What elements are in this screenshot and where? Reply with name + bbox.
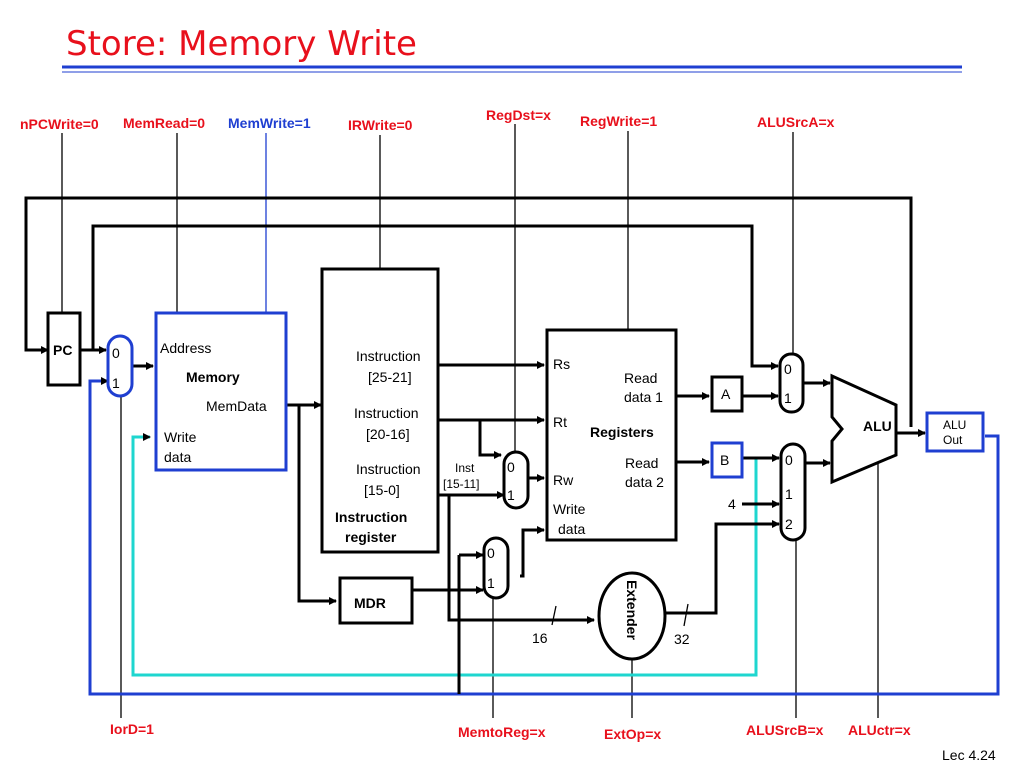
alusrcb-mux-in0: 0 [785,452,793,468]
signal-alusrca: ALUSrcA=x [757,114,835,130]
extender-label: Extender [624,580,640,640]
alu [830,373,898,485]
inst-tag-label: Inst [455,461,475,475]
signal-memtoreg: MemtoReg=x [458,724,546,740]
reg-rt-label: Rt [553,414,567,430]
signal-memwrite: MemWrite=1 [228,115,311,131]
datapath-wires [80,346,926,627]
reg-data-label: data [558,521,585,537]
registers-title: Registers [590,424,654,440]
regdst-mux-in0: 0 [507,459,515,475]
aluout-label-line1: ALU [943,418,966,432]
signal-memread: MemRead=0 [123,115,205,131]
constant-four: 4 [728,496,736,512]
memory-address-label: Address [160,340,211,356]
memtoreg-mux-in1: 1 [487,575,495,591]
ir-field1-label: Instruction [356,348,421,364]
alusrcb-mux [779,442,807,542]
mdr-label: MDR [354,595,386,611]
memory-data-label: data [164,449,191,465]
signal-irwrite: IRWrite=0 [348,117,413,133]
aluout-register [925,411,985,453]
feedback-wires [24,196,1000,696]
alusrca-mux-in1: 1 [784,390,792,406]
ir-field2-range: [20-16] [366,426,410,442]
width-16-label: 16 [532,630,548,646]
b-register-label: B [720,452,729,468]
width-32-label: 32 [674,631,690,647]
reg-rw-label: Rw [553,472,574,488]
reg-write-label: Write [553,501,586,517]
iord-mux-in1: 1 [112,375,120,391]
control-lines [61,124,879,718]
inst-tag-range: [15-11] [443,477,479,491]
alusrcb-mux-in2: 2 [785,516,793,532]
iord-mux [106,334,134,398]
signal-aluctr: ALUctr=x [848,722,911,738]
memory-block [154,311,288,472]
memory-write-label: Write [164,429,197,445]
ir-title-line1: Instruction [335,509,407,525]
reg-rs-label: Rs [553,356,570,372]
ir-title-line2: register [345,529,397,545]
signal-alusrcb: ALUSrcB=x [746,722,824,738]
sign-extender [597,571,667,661]
a-register [710,375,744,413]
signal-npcwrite: nPCWrite=0 [20,116,99,132]
signal-regwrite: RegWrite=1 [580,113,657,129]
ir-field3-label: Instruction [356,461,421,477]
reg-read1-label: Read [624,370,657,386]
register-file [545,328,678,542]
ir-field3-range: [15-0] [364,482,400,498]
memtoreg-mux-in0: 0 [487,545,495,561]
signal-iord: IorD=1 [110,721,154,737]
aluout-label-line2: Out [943,433,963,447]
reg-data1-label: data 1 [624,389,663,405]
instruction-register [320,267,440,554]
pc-label: PC [53,342,72,358]
reg-read2-label: Read [625,455,658,471]
memory-title: Memory [186,369,240,385]
memory-memdata-label: MemData [206,398,267,414]
regdst-mux [502,450,530,510]
mdr-register [338,576,414,625]
pc-register [46,311,82,387]
b-register [710,441,744,479]
signal-regdst: RegDst=x [486,107,551,123]
ir-field1-range: [25-21] [368,369,412,385]
slide-number: Lec 4.24 [942,747,996,763]
alusrcb-mux-in1: 1 [785,486,793,502]
reg-data2-label: data 2 [625,474,664,490]
a-register-label: A [721,386,731,402]
alusrca-mux [778,352,805,414]
regdst-mux-in1: 1 [507,487,515,503]
slide-title: Store: Memory Write [66,24,417,64]
signal-extop: ExtOp=x [604,726,661,742]
alusrca-mux-in0: 0 [784,361,792,377]
ir-field2-label: Instruction [354,405,419,421]
alu-label: ALU [863,418,892,434]
memtoreg-mux [482,536,510,600]
iord-mux-in0: 0 [112,345,120,361]
